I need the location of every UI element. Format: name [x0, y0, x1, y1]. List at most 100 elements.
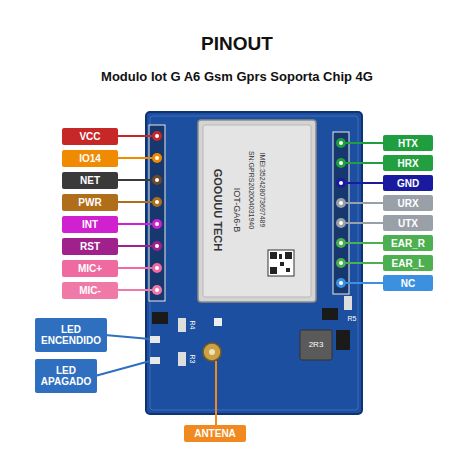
hole-center	[339, 161, 343, 165]
hole-center	[155, 244, 159, 248]
pin-hole	[336, 238, 346, 248]
resistor	[178, 352, 186, 366]
pin-label-box: INT	[62, 216, 118, 233]
leader-line	[346, 282, 383, 284]
pin-label-box: MIC+	[62, 260, 118, 277]
qr-cell	[270, 267, 277, 274]
hole-center	[155, 178, 159, 182]
pin-hole	[336, 138, 346, 148]
pin-name: ANTENA	[194, 428, 236, 439]
leader-line	[118, 289, 152, 291]
board-marking: IOT-GA6-B	[232, 188, 241, 233]
leader-line	[346, 162, 383, 164]
led	[150, 336, 160, 343]
hole-center	[339, 281, 343, 285]
antenna-pin	[209, 349, 215, 355]
pin-label-box: LED APAGADO	[35, 359, 97, 393]
hole-centers	[155, 134, 159, 292]
resistor	[344, 296, 352, 310]
qr-frame	[268, 250, 294, 276]
pin-label-box: NET	[62, 172, 118, 189]
pin-hole	[152, 219, 162, 229]
transistor	[322, 308, 338, 320]
pin-label-box: LED ENCENDIDO	[35, 318, 107, 352]
leader-line	[346, 202, 383, 204]
pin-header	[333, 132, 349, 294]
pin-name: VCC	[79, 131, 100, 142]
gsm-module-can	[198, 120, 316, 302]
pin-label-box: UTX	[383, 215, 433, 231]
pin-label-box: VCC	[62, 128, 118, 145]
leader-line	[215, 361, 217, 425]
can-face	[203, 125, 311, 297]
pin-hole	[152, 241, 162, 251]
pin-label-box: IO14	[62, 150, 118, 167]
pin-name: NET	[80, 175, 100, 186]
pin-label-box: HRX	[383, 155, 433, 171]
led	[150, 357, 160, 364]
pin-hole	[152, 263, 162, 273]
board-marking: R3	[189, 355, 196, 364]
pin-name: IO14	[79, 153, 101, 164]
board-marking: 2R3	[309, 341, 324, 349]
qr-cell	[280, 262, 284, 266]
pin-name: MIC+	[78, 263, 102, 274]
hole-center	[155, 200, 159, 204]
pin-name: UTX	[398, 218, 418, 229]
pin-hole	[152, 153, 162, 163]
qr-code	[268, 250, 294, 276]
pin-name: MIC-	[79, 285, 101, 296]
hole-center	[339, 201, 343, 205]
hole-center	[155, 222, 159, 226]
pin-name: HRX	[397, 158, 418, 169]
antenna-connector	[203, 343, 221, 361]
pin-hole	[336, 218, 346, 228]
pin-name: URX	[397, 198, 418, 209]
pin-hole	[152, 197, 162, 207]
hole-center	[155, 134, 159, 138]
pin-hole	[336, 278, 346, 288]
hole-center	[339, 221, 343, 225]
pin-name: LED ENCENDIDO	[37, 324, 105, 346]
header-holes	[336, 138, 346, 288]
pin-hole	[152, 175, 162, 185]
header-holes	[152, 131, 162, 295]
inductor	[300, 330, 332, 360]
pin-hole	[336, 258, 346, 268]
hole-center	[339, 141, 343, 145]
pin-label-box: NC	[383, 275, 433, 291]
board-marking: GOOUUU TECH	[212, 169, 223, 252]
leader-line	[346, 242, 383, 244]
leader-line	[346, 262, 383, 264]
regulator	[336, 330, 350, 350]
leader-line	[118, 157, 152, 159]
pin-label-box: ANTENA	[184, 425, 246, 442]
title: PINOUT	[0, 33, 474, 55]
pin-name: NC	[401, 278, 415, 289]
leader-line	[118, 135, 152, 137]
pin-hole	[336, 198, 346, 208]
pin-label-box: MIC-	[62, 282, 118, 299]
leader-line	[105, 335, 150, 339]
leader-line	[95, 361, 150, 376]
qr-cell	[270, 252, 277, 259]
pin-label-box: PWR	[62, 194, 118, 211]
pin-label-box: EAR_L	[383, 255, 433, 271]
pin-name: GND	[397, 178, 419, 189]
capacitor	[214, 318, 222, 326]
leader-lines	[346, 143, 383, 283]
board-marking: IMEI:352428073697489	[259, 153, 266, 228]
leader-lines	[118, 136, 152, 290]
qr-cell	[285, 252, 292, 259]
hole-center	[339, 261, 343, 265]
qr-cell	[286, 268, 290, 272]
pin-label-box: GND	[383, 175, 433, 191]
pin-hole	[152, 285, 162, 295]
pin-label-box: EAR_R	[383, 235, 433, 251]
board-marking: R5	[348, 315, 357, 322]
leader-line	[346, 222, 383, 224]
hole-center	[155, 156, 159, 160]
pin-label-box: URX	[383, 195, 433, 211]
pin-hole	[152, 131, 162, 141]
